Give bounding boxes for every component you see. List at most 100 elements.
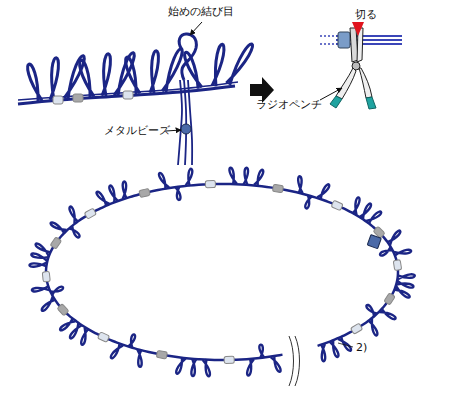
cut-marker xyxy=(352,22,364,36)
picot-loop xyxy=(259,345,264,358)
picot-loop xyxy=(150,51,158,94)
picot-loop xyxy=(102,54,110,97)
picot-loop xyxy=(360,204,371,220)
metal-bead xyxy=(367,235,381,249)
bead xyxy=(42,271,50,282)
picot-loop xyxy=(36,244,51,256)
picot-loop xyxy=(353,197,360,214)
picot-loop xyxy=(29,262,46,266)
picot-loop xyxy=(186,169,193,186)
picot-loop xyxy=(80,60,94,97)
metal-bead xyxy=(181,124,191,134)
picot-loop xyxy=(366,305,377,316)
picot-loop xyxy=(203,359,210,376)
break-mark xyxy=(289,336,294,386)
picot-loop xyxy=(159,173,169,189)
picot-loop xyxy=(175,187,180,200)
thread-tail xyxy=(188,80,192,165)
picot-loop xyxy=(298,176,302,193)
picot-loop xyxy=(128,334,135,347)
thread-fray xyxy=(320,43,334,45)
picot-loop xyxy=(96,192,109,207)
thread-tail xyxy=(184,80,186,165)
bead xyxy=(98,332,110,343)
plier-grip xyxy=(366,97,376,109)
picot-loop xyxy=(162,49,182,93)
bead xyxy=(139,188,150,197)
picot-loop xyxy=(31,253,48,261)
picot-loop xyxy=(111,343,123,358)
bead xyxy=(53,96,63,104)
plier-handle xyxy=(336,68,356,99)
bead xyxy=(393,260,401,271)
picot-loop xyxy=(397,274,414,279)
picot-loop xyxy=(191,359,196,376)
callout-number: 2) xyxy=(356,341,367,354)
label: メタルビーズ xyxy=(104,124,170,137)
picot-loop xyxy=(81,328,88,345)
label: 始めの結び目 xyxy=(168,5,234,18)
bead xyxy=(384,293,395,305)
bracelet xyxy=(29,168,414,386)
bead xyxy=(272,184,283,193)
pliers xyxy=(320,22,402,109)
picot-loop xyxy=(50,58,58,101)
bead xyxy=(73,94,83,102)
picot-loop xyxy=(176,357,185,374)
label: ラジオペンチ xyxy=(256,98,322,111)
bead xyxy=(331,200,343,210)
plier-grip xyxy=(330,96,342,108)
break-mark xyxy=(295,336,300,386)
picot-loop xyxy=(271,355,281,371)
picot-loop xyxy=(368,319,377,336)
picot-loop xyxy=(60,318,75,330)
bead xyxy=(50,237,61,249)
leader-line xyxy=(338,343,353,347)
thread-fray xyxy=(320,35,334,37)
leader-arrow xyxy=(190,22,202,35)
picot-loop xyxy=(254,170,263,187)
label: 切る xyxy=(355,8,377,21)
bead xyxy=(205,181,215,188)
bead xyxy=(84,208,96,219)
thread-tail xyxy=(178,80,182,165)
plier-handle xyxy=(359,68,372,98)
bead xyxy=(57,304,69,316)
bead xyxy=(350,323,362,334)
picot-loop xyxy=(109,186,118,203)
bead xyxy=(123,91,133,99)
picot-loop xyxy=(396,281,413,288)
picot-loop xyxy=(70,323,82,338)
picot-loop xyxy=(321,344,325,361)
picot-loop xyxy=(305,195,312,208)
picot-loop xyxy=(380,247,393,256)
picot-loop xyxy=(317,184,329,199)
tatting-strip xyxy=(18,34,253,165)
picot-loop xyxy=(42,297,56,311)
picot-loop xyxy=(394,286,410,297)
picot-loop xyxy=(32,286,49,291)
picot-loop xyxy=(126,57,140,94)
picot-loop xyxy=(50,287,63,295)
start-knot xyxy=(179,34,196,80)
picot-loop xyxy=(394,250,411,256)
picot-loop xyxy=(69,206,78,223)
picot-loop xyxy=(379,309,395,320)
picot-loop xyxy=(366,212,381,225)
picot-loop xyxy=(185,52,202,89)
picot-loop xyxy=(247,358,254,375)
leader-arrow xyxy=(320,88,342,100)
picot-loop xyxy=(226,44,252,85)
picot-loop xyxy=(137,350,141,367)
picot-loop xyxy=(387,231,400,245)
picot-loop xyxy=(243,168,248,185)
picot-loop xyxy=(229,168,236,185)
bead xyxy=(156,350,167,359)
picot-loop xyxy=(212,44,224,86)
picot-loop xyxy=(123,181,127,198)
picot-loop xyxy=(51,222,67,233)
bead xyxy=(224,356,234,363)
core-thread xyxy=(46,184,398,360)
